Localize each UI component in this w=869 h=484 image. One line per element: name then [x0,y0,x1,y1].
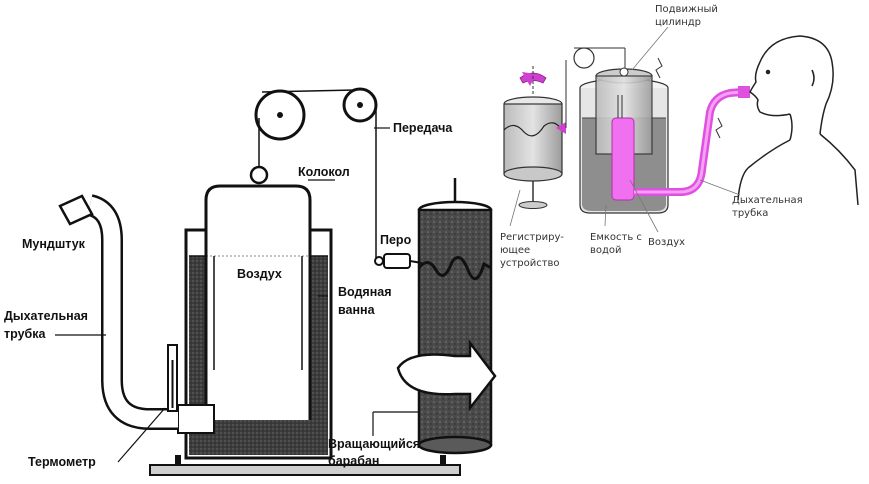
label-water-bath-1: Водяная [338,285,392,299]
label-breathing-tube-right-1: Дыхательная [732,195,803,206]
label-pen: Перо [380,233,412,247]
pen [374,253,423,269]
label-breathing-tube-1: Дыхательная [4,309,88,323]
label-thermometer: Термометр [28,455,96,469]
air-column [611,117,635,201]
left-spirometer: Мундштук Дыхательная трубка Термометр Во… [4,87,497,476]
label-recorder-3: устройство [500,258,560,269]
label-water-container-1: Емкость с [590,232,642,243]
label-air-right: Воздух [648,237,685,248]
person-figure [737,35,859,206]
label-water-container-2: водой [590,245,622,256]
breathing-hose [58,194,178,430]
pulleys [254,87,378,141]
bell [204,165,312,420]
base-plate [149,464,461,476]
label-rotating-drum-2: барабан [328,454,379,468]
label-moving-cylinder-2: цилиндр [655,17,701,28]
label-water-bath-2: ванна [338,303,376,317]
label-recorder-1: Регистриру- [500,232,564,243]
label-rotating-drum-1: Вращающийся [328,437,420,451]
right-spirometer: Подвижный цилиндр Регистриру- ющее устро… [500,4,859,269]
label-mouthpiece: Мундштук [22,237,86,251]
label-breathing-tube-2: трубка [4,327,47,341]
label-breathing-tube-right-2: трубка [732,208,768,219]
label-moving-cylinder-1: Подвижный [655,4,718,15]
rotating-drum [396,178,497,455]
recording-drum [503,66,563,209]
label-bell: Колокол [298,165,350,179]
label-recorder-2: ющее [500,245,530,256]
thermometer [167,344,178,412]
moving-cylinder [595,67,653,155]
label-air-left: Воздух [237,267,282,281]
label-transmission: Передача [393,121,453,135]
